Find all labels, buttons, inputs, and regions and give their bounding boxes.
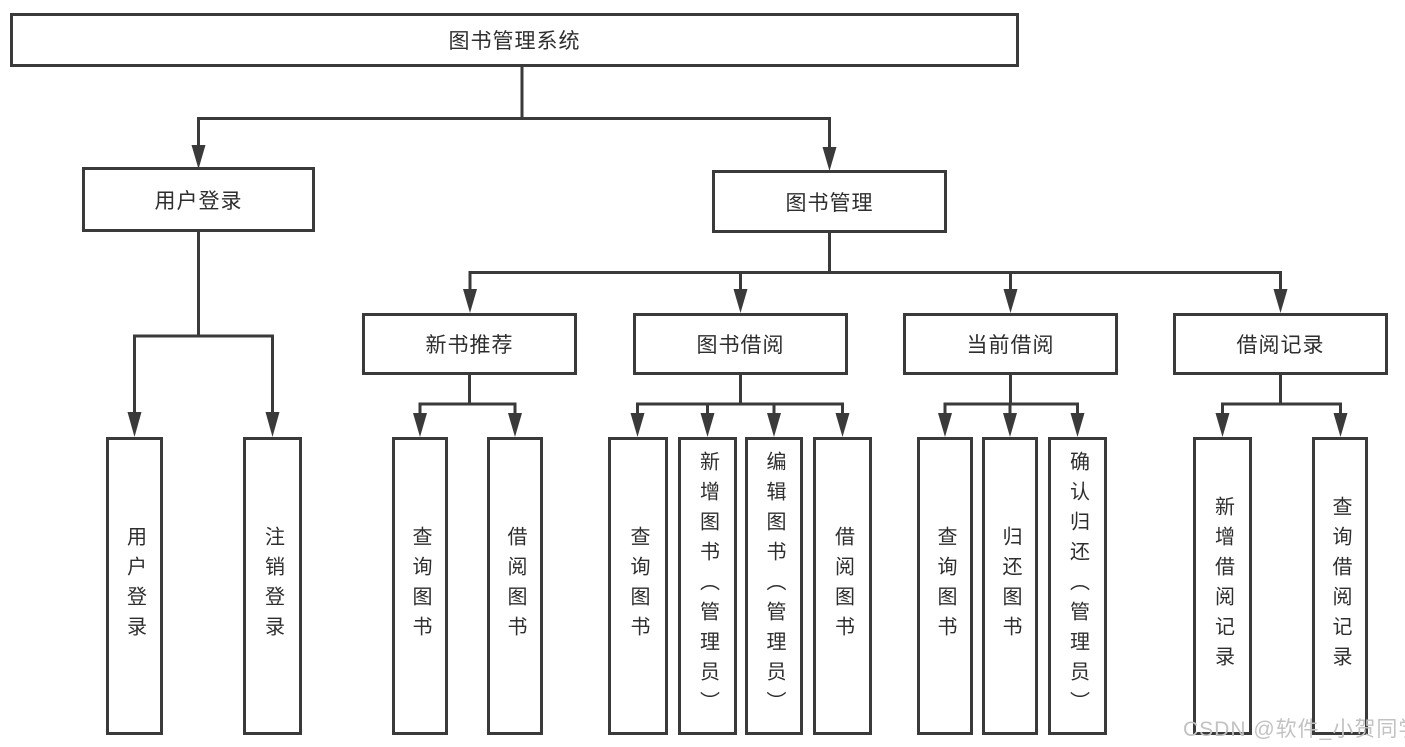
leaf-query-books-current: 查询图书 <box>917 437 973 735</box>
leaf-query-borrow-record: 查询借阅记录 <box>1312 437 1368 735</box>
leaf-user-login: 用户登录 <box>106 437 163 735</box>
leaf-edit-books-admin: 编辑图书（管理员） <box>745 437 803 735</box>
node-new-book-recommend: 新书推荐 <box>362 313 577 375</box>
leaf-add-borrow-record: 新增借阅记录 <box>1193 437 1252 735</box>
leaf-add-books-admin: 新增图书（管理员） <box>678 437 737 735</box>
node-book-borrow: 图书借阅 <box>633 313 848 375</box>
leaf-return-books: 归还图书 <box>982 437 1038 735</box>
leaf-confirm-return-admin: 确认归还（管理员） <box>1048 437 1107 735</box>
leaf-borrow-books-recommend: 借阅图书 <box>487 437 543 735</box>
csdn-watermark: CSDN @软件_小贺同学 <box>1183 718 1405 741</box>
leaf-query-books-borrow: 查询图书 <box>608 437 668 735</box>
leaf-query-books-recommend: 查询图书 <box>392 437 448 735</box>
node-borrow-records: 借阅记录 <box>1173 313 1388 375</box>
node-library-system-root: 图书管理系统 <box>10 13 1019 67</box>
node-user-login: 用户登录 <box>82 167 315 232</box>
node-book-management: 图书管理 <box>712 170 947 233</box>
node-current-borrow: 当前借阅 <box>903 313 1118 375</box>
leaf-logout: 注销登录 <box>243 437 302 735</box>
leaf-borrow-books: 借阅图书 <box>813 437 872 735</box>
